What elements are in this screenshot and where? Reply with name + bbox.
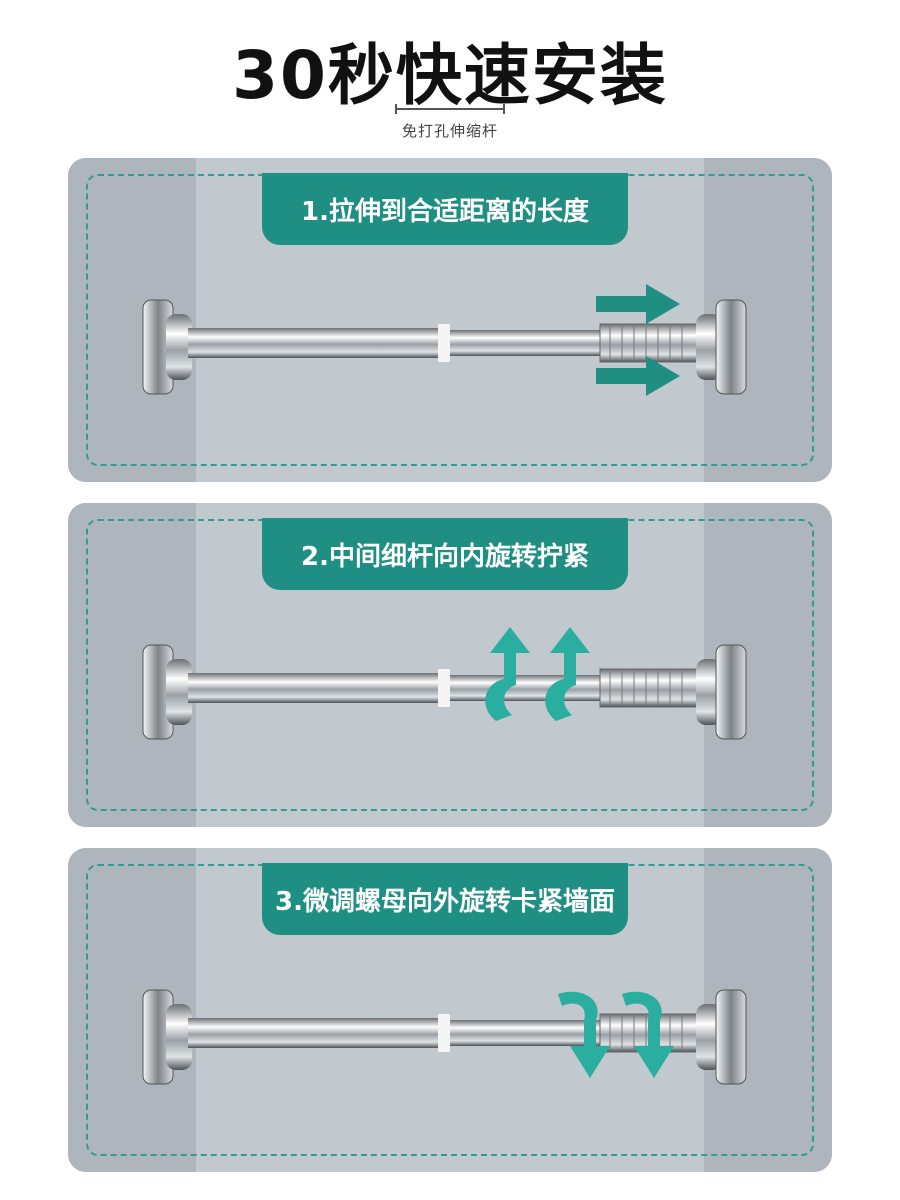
stretch-arrows-icon: [596, 284, 680, 396]
tension-rod-image: [128, 978, 768, 1088]
tension-rod-image: [128, 288, 768, 398]
subtitle-block: 免打孔伸缩杆: [0, 104, 900, 141]
step-label-1: 1.拉伸到合适距离的长度: [262, 173, 628, 245]
scale-bar-icon: [395, 104, 505, 114]
step-panel-3: 3.微调螺母向外旋转卡紧墙面: [68, 848, 832, 1172]
tension-rod-image: [128, 633, 768, 743]
step-label-2: 2.中间细杆向内旋转拧紧: [262, 518, 628, 590]
step-label-3: 3.微调螺母向外旋转卡紧墙面: [262, 863, 628, 935]
page-title: 30秒快速安装: [232, 37, 668, 114]
rotate-down-arrows-icon: [558, 991, 674, 1078]
rotate-up-arrows-icon: [485, 627, 590, 721]
subtitle: 免打孔伸缩杆: [401, 122, 498, 140]
step-panel-2: 2.中间细杆向内旋转拧紧: [68, 503, 832, 827]
step-panel-1: 1.拉伸到合适距离的长度: [68, 158, 832, 482]
